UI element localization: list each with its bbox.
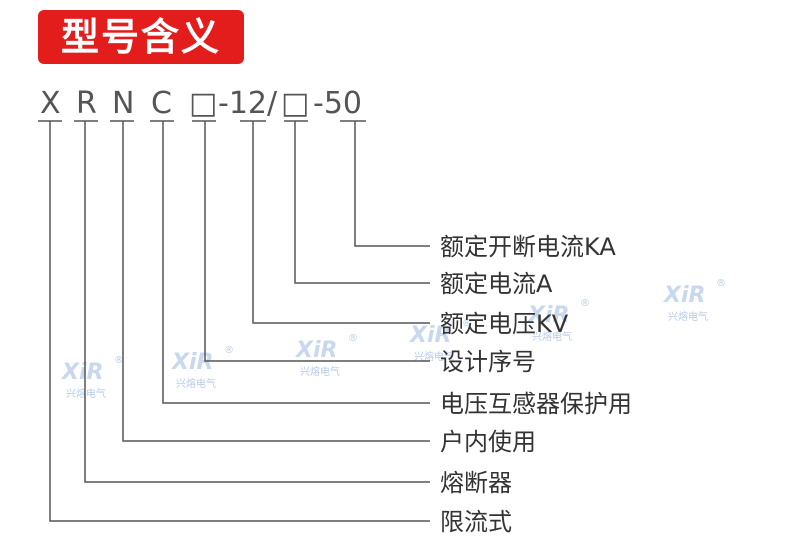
label-fuse: 熔断器 — [440, 469, 512, 497]
watermark-registered: ® — [224, 345, 234, 356]
watermark-logo: XiR — [170, 350, 213, 375]
watermark-logo: XiR — [408, 323, 451, 348]
code-voltage: -12/ — [218, 86, 278, 121]
watermark-5: XiR ® 兴熔电气 — [526, 298, 590, 343]
leader-design-number — [204, 121, 430, 362]
code-breaking: -50 — [313, 86, 362, 121]
watermark-2: XiR ® 兴熔电气 — [170, 345, 234, 390]
leader-fuse — [84, 121, 430, 483]
watermark-text: 兴熔电气 — [300, 365, 340, 378]
label-design-number: 设计序号 — [440, 348, 536, 376]
watermark-1: XiR ® 兴熔电气 — [60, 355, 124, 400]
watermark-6: XiR ® 兴熔电气 — [662, 278, 726, 323]
watermark-logo: XiR — [60, 360, 103, 385]
watermark-registered: ® — [462, 318, 472, 329]
label-pt-protection: 电压互感器保护用 — [440, 390, 632, 418]
watermark-registered: ® — [716, 278, 726, 289]
watermark-text: 兴熔电气 — [66, 387, 106, 400]
code-box-current: □ — [281, 86, 309, 121]
watermark-registered: ® — [114, 355, 124, 366]
watermark-registered: ® — [348, 333, 358, 344]
label-rated-current: 额定电流A — [440, 270, 553, 298]
code-char-x: X — [40, 86, 61, 121]
watermark-text: 兴熔电气 — [668, 310, 708, 323]
leader-pt-protection — [162, 121, 430, 404]
label-rated-voltage: 额定电压KV — [440, 310, 569, 338]
code-char-c: C — [151, 86, 172, 121]
watermark-text: 兴熔电气 — [414, 350, 454, 363]
leader-lines — [49, 121, 430, 522]
leader-indoor — [122, 121, 430, 442]
label-current-limiting: 限流式 — [440, 508, 512, 536]
watermark-logo: XiR — [662, 283, 705, 308]
code-box-design: □ — [189, 86, 217, 121]
page-title: 型号含义 — [38, 10, 244, 64]
labels: 额定开断电流KA 额定电流A 额定电压KV 设计序号 电压互感器保护用 户内使用… — [440, 233, 632, 536]
leader-breaking-current — [354, 121, 430, 247]
watermark-4: XiR ® 兴熔电气 — [408, 318, 472, 363]
watermark-logo: XiR — [526, 303, 569, 328]
watermark-logo: XiR — [294, 338, 337, 363]
watermark-text: 兴熔电气 — [532, 330, 572, 343]
label-rated-breaking-current: 额定开断电流KA — [440, 233, 616, 261]
leader-current-limiting — [49, 121, 430, 522]
code-char-r: R — [76, 86, 97, 121]
watermark-3: XiR ® 兴熔电气 — [294, 333, 358, 378]
leader-rated-current — [294, 121, 430, 284]
code-char-n: N — [112, 86, 134, 121]
label-indoor-use: 户内使用 — [440, 428, 536, 456]
watermark-registered: ® — [580, 298, 590, 309]
watermark-text: 兴熔电气 — [176, 377, 216, 390]
model-code: X R N C □ -12/ □ -50 — [40, 86, 362, 121]
leader-rated-voltage — [252, 121, 430, 324]
